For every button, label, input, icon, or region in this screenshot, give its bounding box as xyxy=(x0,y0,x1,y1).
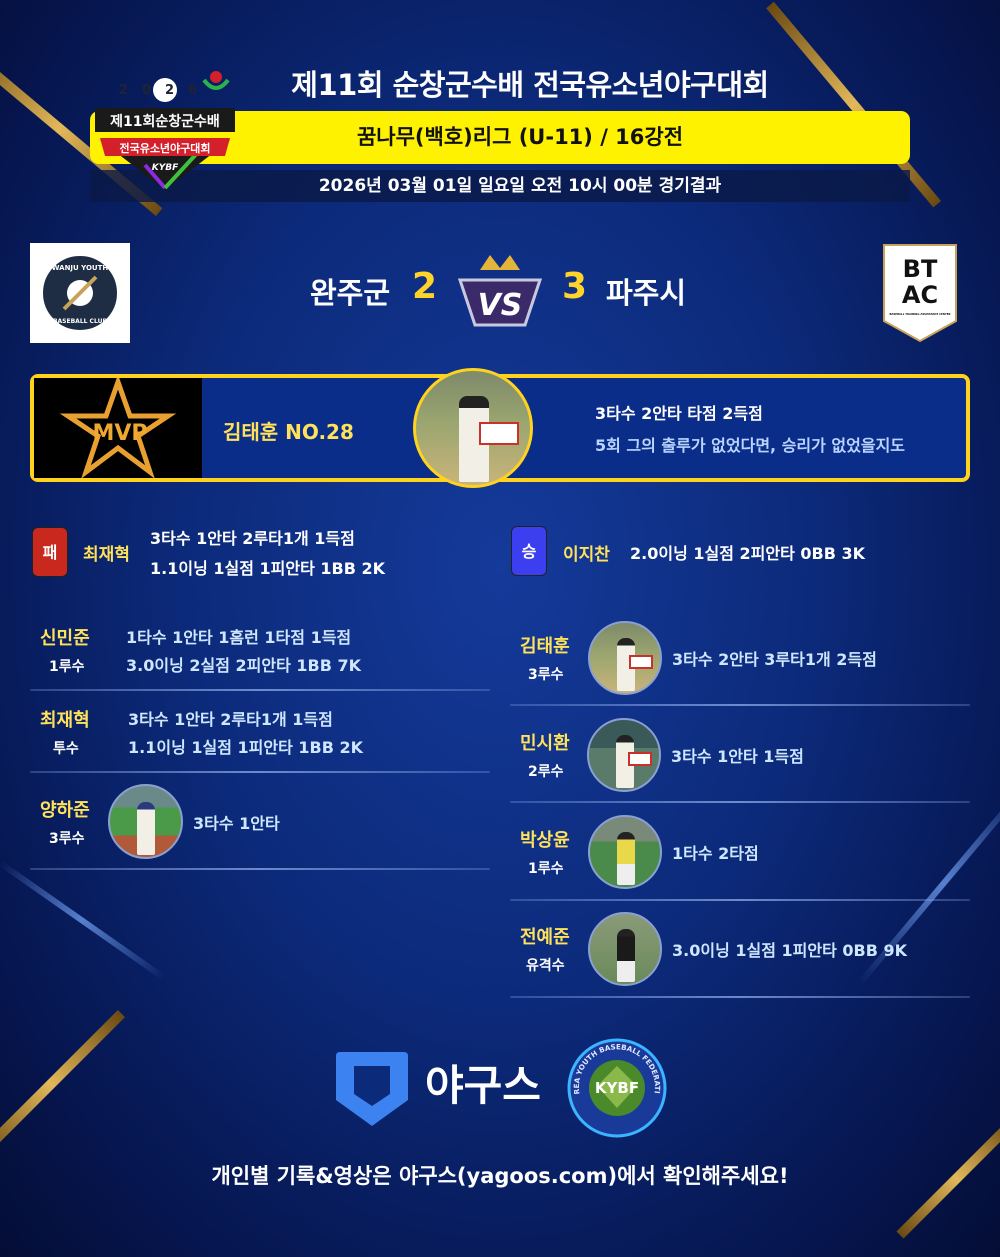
mvp-player-photo xyxy=(413,368,533,488)
player-position: 투수 xyxy=(53,741,79,757)
player-stat: 3타수 1안타 1득점 xyxy=(671,747,804,766)
player-name: 김태훈 xyxy=(520,636,570,657)
divider xyxy=(510,996,970,998)
player-name: 신민준 xyxy=(40,628,90,649)
sunchang-emblem-icon xyxy=(202,70,230,94)
home-team-logo: WANJU YOUTH BASEBALL CLUB xyxy=(30,243,130,343)
player-stat: 3.0이닝 2실점 2피안타 1BB 7K xyxy=(126,656,361,675)
losing-pitcher-name: 최재혁 xyxy=(83,545,130,565)
mvp-comment: 5회 그의 출루가 없었다면, 승리가 없었을지도 xyxy=(595,436,906,455)
player-photo xyxy=(588,815,662,889)
divider xyxy=(30,689,490,691)
badge-year: 2026 xyxy=(119,83,211,98)
yagoos-brand: 야구스 xyxy=(425,1061,541,1110)
player-position: 3루수 xyxy=(49,831,85,847)
tournament-title: 제11회 순창군수배 전국유소년야구대회 xyxy=(291,68,769,102)
svg-text:BASEBALL TRAINING ASSISTANCE C: BASEBALL TRAINING ASSISTANCE CENTER xyxy=(889,312,950,316)
losing-pitcher-stat: 3타수 1안타 2루타1개 1득점 xyxy=(150,529,355,548)
mvp-badge: MVP xyxy=(34,374,202,479)
divider xyxy=(30,771,490,773)
svg-text:BASEBALL CLUB: BASEBALL CLUB xyxy=(53,318,107,325)
away-team-name: 파주시 xyxy=(606,276,687,310)
divider xyxy=(510,899,970,901)
mvp-label: MVP xyxy=(92,421,147,446)
svg-text:AC: AC xyxy=(902,281,938,309)
player-name: 박상윤 xyxy=(520,830,570,851)
badge-kybf: KYBF xyxy=(152,163,179,173)
badge-subtitle: 전국유소년야구대회 xyxy=(119,141,210,155)
vs-emblem: VS xyxy=(455,250,545,336)
gold-streak-decoration xyxy=(0,1010,125,1159)
match-date: 2026년 03월 01일 일요일 오전 10시 00분 경기결과 xyxy=(90,170,910,202)
player-stat: 1타수 2타점 xyxy=(672,844,759,863)
yagoos-logo-icon xyxy=(332,1048,412,1128)
player-position: 유격수 xyxy=(526,958,565,974)
player-position: 1루수 xyxy=(528,861,564,877)
player-name: 전예준 xyxy=(520,927,570,948)
svg-text:WANJU YOUTH: WANJU YOUTH xyxy=(52,264,109,272)
light-streak-decoration xyxy=(0,860,166,981)
player-photo xyxy=(588,912,662,986)
divider xyxy=(510,801,970,803)
home-team-score: 2 xyxy=(412,266,438,307)
player-photo xyxy=(587,718,661,792)
svg-text:BT: BT xyxy=(903,255,938,283)
winning-pitcher-stat: 2.0이닝 1실점 2피안타 0BB 3K xyxy=(630,544,865,563)
losing-pitcher-stat: 1.1이닝 1실점 1피안타 1BB 2K xyxy=(150,559,385,578)
divider xyxy=(510,704,970,706)
vs-text: VS xyxy=(478,288,523,323)
player-position: 3루수 xyxy=(528,667,564,683)
player-position: 1루수 xyxy=(49,659,85,675)
tournament-badge-logo: 2026 제11회순창군수배 전국유소년야구대회 KYBF xyxy=(90,70,240,195)
kybf-text: KYBF xyxy=(595,1079,639,1097)
player-name: 민시환 xyxy=(520,733,570,754)
divider xyxy=(30,868,490,870)
player-stat: 3.0이닝 1실점 1피안타 0BB 9K xyxy=(672,941,907,960)
player-name: 최재혁 xyxy=(40,710,90,731)
mvp-player-name: 김태훈 NO.28 xyxy=(223,420,354,444)
home-team-name: 완주군 xyxy=(310,276,391,310)
footer-note: 개인별 기록&영상은 야구스(yagoos.com)에서 확인해주세요! xyxy=(211,1164,789,1188)
loss-badge: 패 xyxy=(32,527,68,577)
player-stat: 1.1이닝 1실점 1피안타 1BB 2K xyxy=(128,738,363,757)
player-stat: 3타수 2안타 3루타1개 2득점 xyxy=(672,650,877,669)
mvp-stat-line: 3타수 2안타 타점 2득점 xyxy=(595,404,763,423)
player-photo xyxy=(588,621,662,695)
player-photo xyxy=(108,784,183,859)
player-stat: 3타수 1안타 xyxy=(193,814,280,833)
player-stat: 3타수 1안타 2루타1개 1득점 xyxy=(128,710,333,729)
badge-title: 제11회순창군수배 xyxy=(110,113,220,130)
winning-pitcher-name: 이지찬 xyxy=(563,545,610,565)
kybf-logo: KOREA YOUTH BASEBALL FEDERATION KYBF xyxy=(564,1031,667,1138)
player-stat: 1타수 1안타 1홈런 1타점 1득점 xyxy=(126,628,352,647)
away-team-score: 3 xyxy=(562,266,588,307)
player-position: 2루수 xyxy=(528,764,564,780)
win-badge: 승 xyxy=(511,526,547,576)
player-name: 양하준 xyxy=(40,800,90,821)
